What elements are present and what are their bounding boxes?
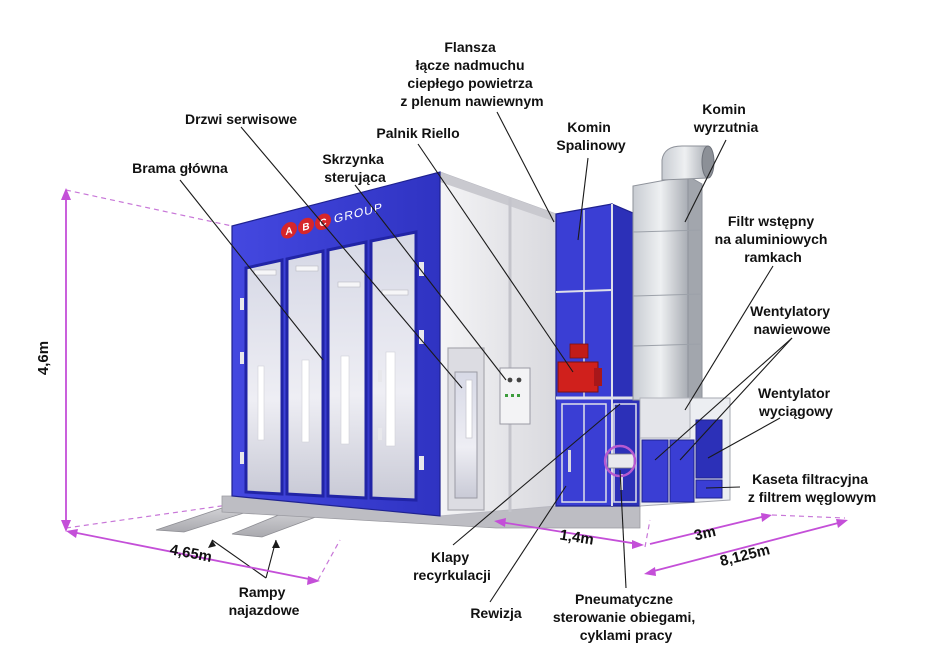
label-rampy-najazdowe: Rampy najazdowe	[229, 584, 300, 618]
width-label: 4,65m	[168, 541, 213, 566]
leader-wentylator-wyciagowy	[707, 417, 781, 459]
exhaust-fan	[695, 419, 723, 479]
label-kaseta-filtracyjna: Kaseta filtracyjna z filtrem węglowym	[748, 471, 876, 505]
leader-wentylatory-b	[679, 337, 793, 461]
label-klapy-recyrkulacji: Klapy recyrkulacji	[413, 549, 491, 583]
leader-drzwi	[240, 126, 463, 389]
leader-flansza	[496, 111, 555, 223]
length-guide-right	[771, 514, 846, 519]
supply-fan-a	[641, 439, 669, 503]
leader-komin-spalinowy	[577, 157, 589, 241]
main-gate	[240, 230, 424, 502]
label-drzwi-serwisowe: Drzwi serwisowe	[185, 111, 297, 127]
label-komin-spalinowy: Komin Spalinowy	[556, 119, 625, 153]
leader-skrzynka	[354, 184, 507, 381]
dimension-lines	[61, 188, 848, 585]
width-dimension-line	[71, 531, 315, 581]
height-label: 4,6m	[35, 341, 52, 375]
logo-letter-a: A	[285, 225, 293, 238]
segment-b-dimension-line	[649, 515, 767, 545]
label-brama-glowna: Brama główna	[132, 160, 228, 176]
label-komin-wyrzutnia: Komin wyrzutnia	[693, 101, 759, 135]
logo-letter-c: C	[319, 217, 327, 230]
callout-labels: Flansza łącze nadmuchu ciepłego powietrz…	[132, 39, 876, 643]
leader-rewizja	[489, 485, 567, 603]
leader-komin-wyrzutnia	[684, 139, 727, 223]
segment-guide-b	[644, 519, 651, 548]
control-box	[499, 367, 531, 425]
segment-a-dimension-line	[499, 521, 639, 545]
length-label: 8,125m	[718, 541, 771, 570]
leader-klapy	[452, 403, 621, 546]
label-flansza: Flansza łącze nadmuchu ciepłego powietrz…	[400, 39, 543, 109]
leader-pneumatyczne	[619, 469, 627, 589]
label-pneumatyczne-sterowanie: Pneumatyczne sterowanie obiegami, cyklam…	[553, 591, 699, 643]
label-skrzynka-sterujaca: Skrzynka sterująca	[322, 151, 387, 185]
length-dimension-line	[649, 521, 843, 573]
carbon-filter-cassette	[695, 479, 723, 499]
label-filtr-wstepny: Filtr wstępny na aluminiowych ramkach	[715, 213, 832, 265]
leader-rampy-a	[211, 539, 267, 579]
leader-wentylatory-a	[654, 337, 793, 461]
segment-a-label: 1,4m	[558, 526, 594, 548]
leader-filtr	[684, 265, 774, 411]
side-wall-top-trim	[440, 172, 556, 222]
label-wentylator-wyciagowy: Wentylator wyciągowy	[758, 385, 834, 419]
label-wentylatory-nawiewowe: Wentylatory nawiewowe	[750, 303, 834, 337]
logo-letter-b: B	[302, 221, 309, 234]
pre-filter-frame	[639, 397, 691, 439]
riello-burner	[557, 343, 602, 393]
leader-palnik	[417, 143, 574, 373]
exhaust-stack	[632, 145, 715, 401]
service-door	[447, 347, 485, 511]
leader-kaseta	[705, 486, 741, 489]
label-rewizja: Rewizja	[470, 605, 522, 621]
fan-filter-section	[639, 397, 731, 507]
supply-fan-b	[669, 439, 695, 503]
label-palnik-riello: Palnik Riello	[376, 125, 459, 141]
width-guide-right	[317, 539, 341, 581]
height-guide-bottom	[65, 504, 229, 529]
height-guide-top	[65, 189, 233, 227]
heater-unit	[555, 203, 641, 507]
segment-b-label: 3m	[693, 523, 718, 544]
leader-lines	[179, 111, 793, 603]
leader-brama	[179, 179, 324, 361]
